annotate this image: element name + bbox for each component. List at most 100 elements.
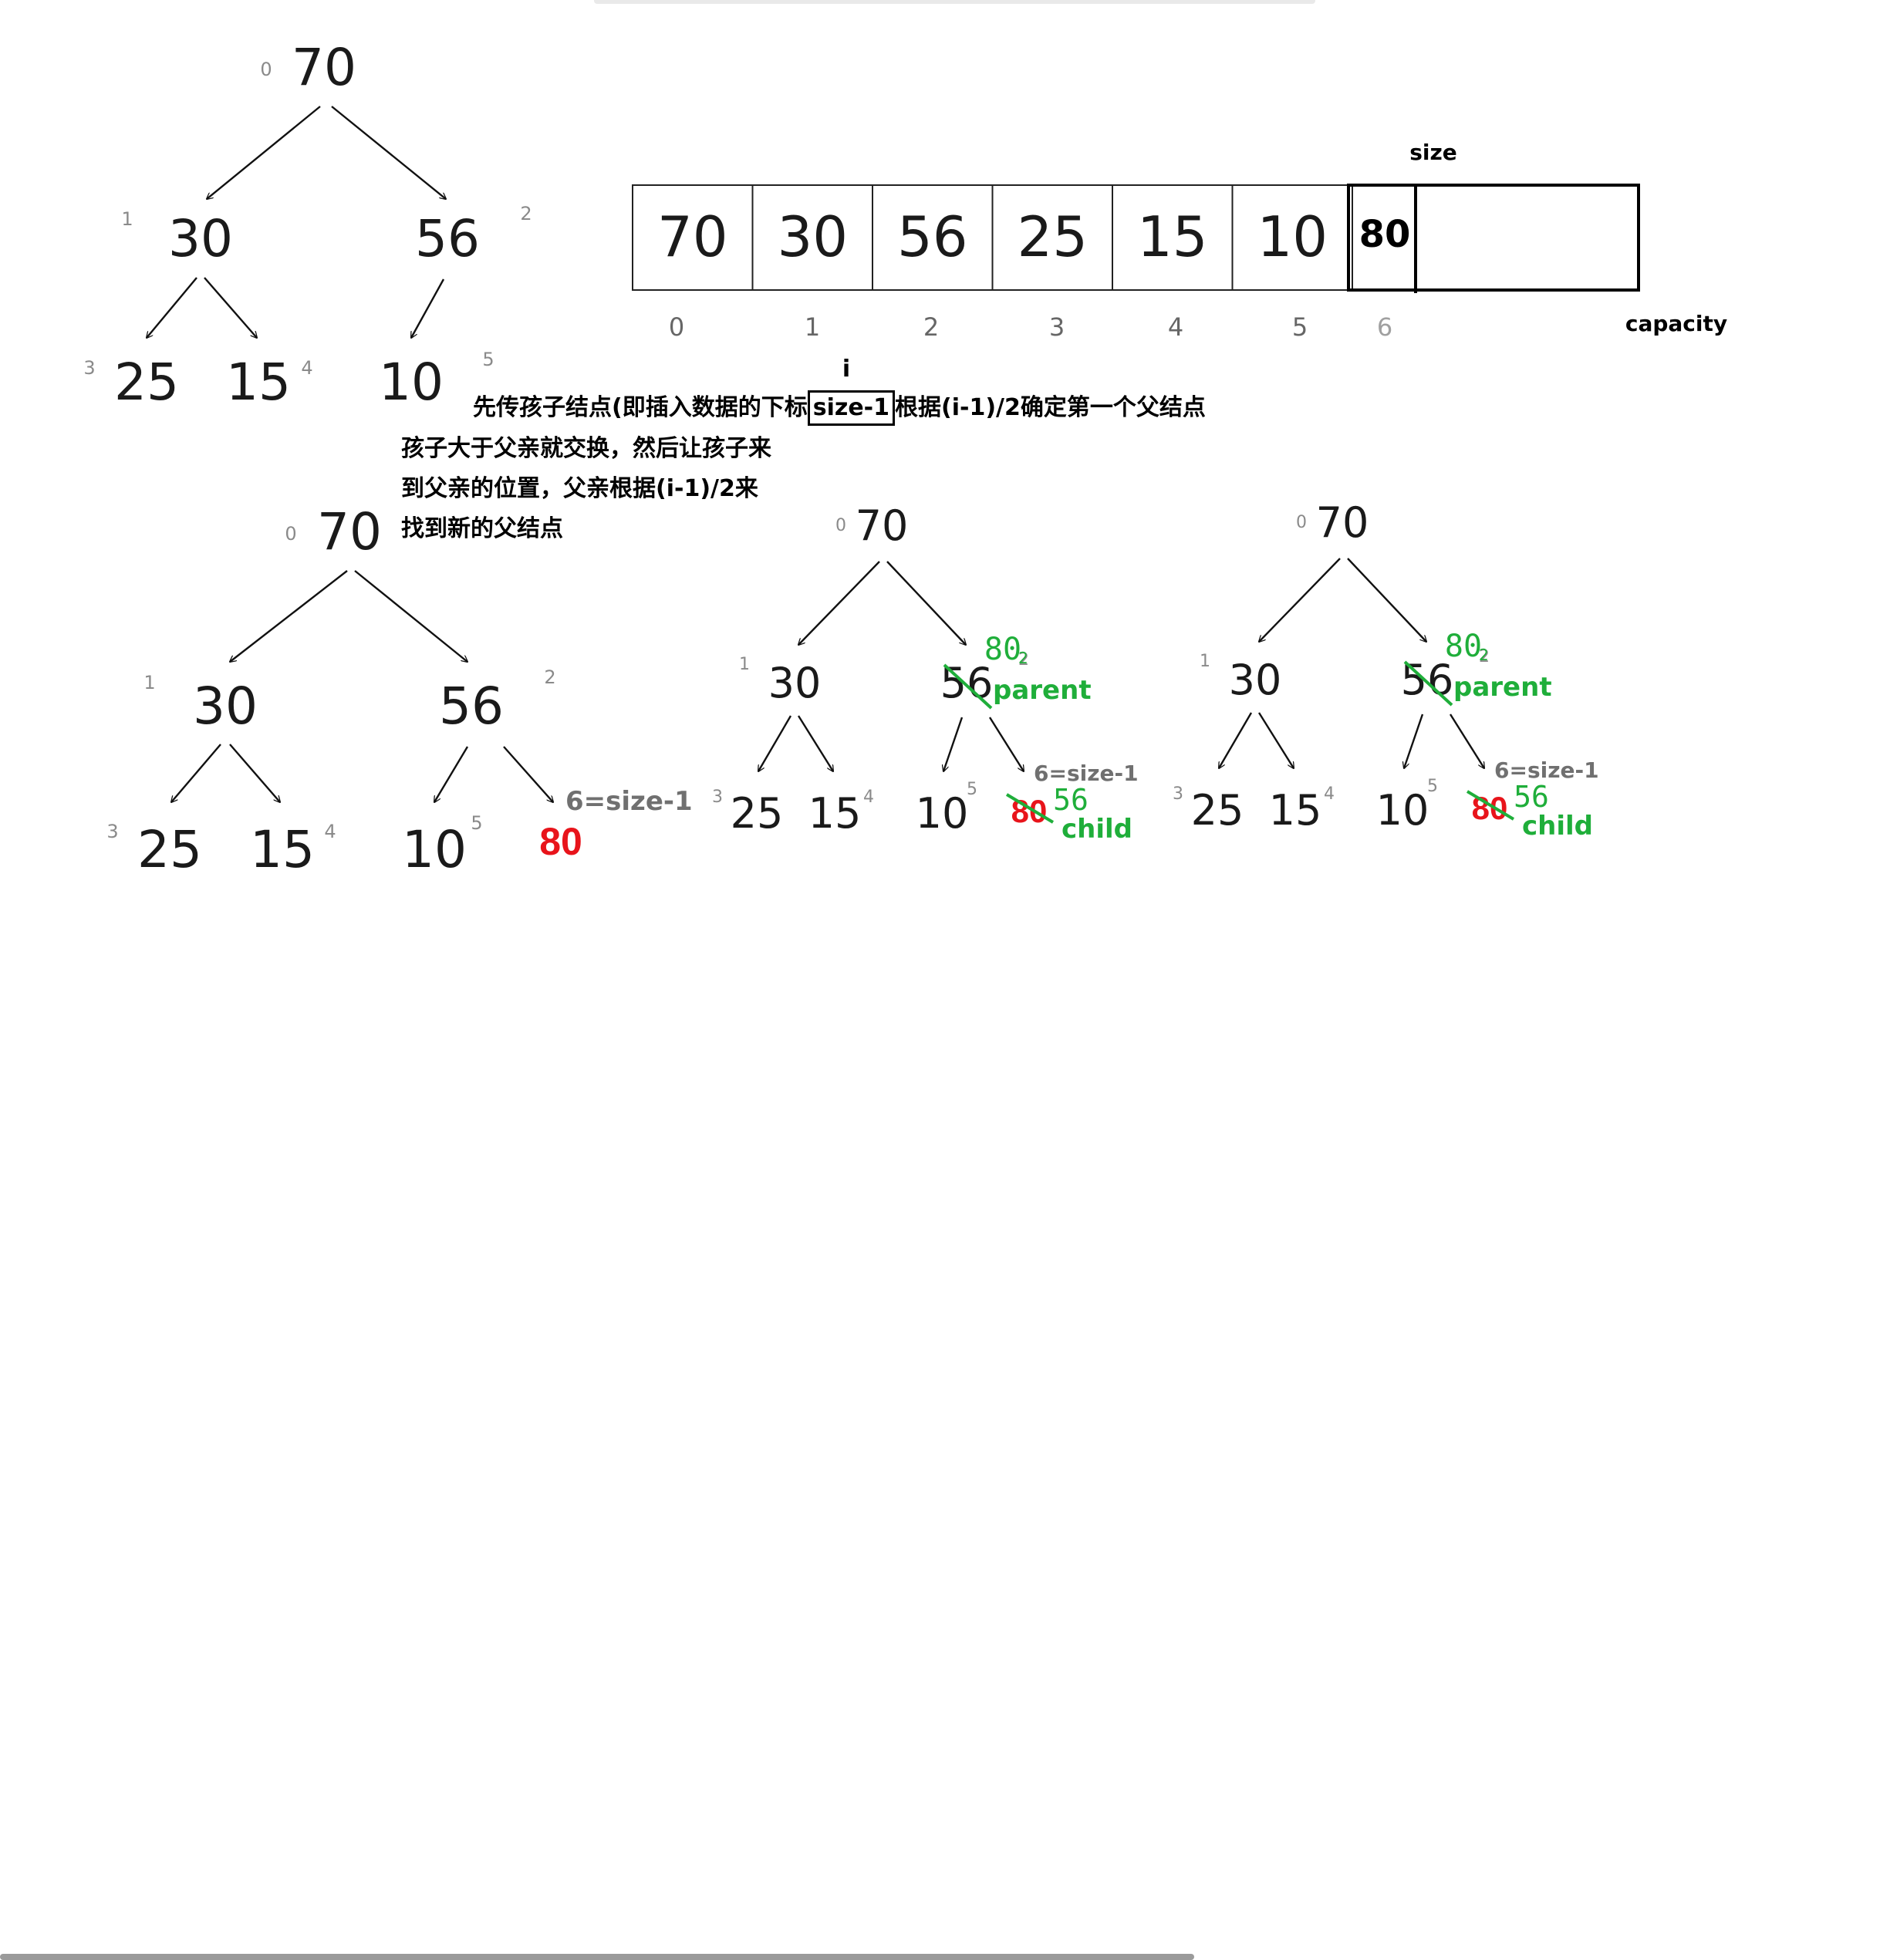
tree2-index-0: 0	[285, 523, 296, 545]
tree3-node-30: 30	[768, 659, 822, 707]
array-new-cell: 80	[1359, 213, 1411, 256]
tree3-node-15: 15	[808, 789, 862, 838]
tree4-parent-label: parent	[1453, 672, 1552, 703]
scrollbar-thumb[interactable]	[0, 1954, 1194, 1960]
tree1-index-0: 0	[260, 59, 272, 80]
note-line-2: 孩子大于父亲就交换，然后让孩子来	[401, 435, 771, 462]
tree2-edge-1-4	[229, 744, 280, 802]
tree2-child-index-label: 6=size-1	[565, 786, 693, 817]
i-label: i	[842, 356, 850, 383]
tree3-node-56: 56	[940, 659, 994, 707]
tree3-index-5: 5	[967, 780, 977, 799]
tree1-index-4: 4	[301, 357, 312, 379]
tree4-index-1: 1	[1200, 652, 1210, 671]
array-cell-0: 70	[657, 204, 728, 269]
tree3-swap-bottom-56: 56	[1053, 783, 1089, 817]
tree3-swap-top-index: 2	[1018, 649, 1028, 667]
tree2-edge-0-2	[354, 570, 467, 662]
tree4-swap-top-index: 2	[1479, 646, 1489, 664]
capacity-label: capacity	[1625, 311, 1727, 336]
tree1-edge-0-2	[331, 106, 446, 199]
array-cell-5: 10	[1257, 204, 1328, 269]
tree3-index-4: 4	[863, 788, 874, 807]
array-cell-3: 25	[1017, 204, 1088, 269]
horizontal-scrollbar[interactable]	[0, 976, 1880, 1960]
tree3-edge-4	[943, 717, 964, 771]
tree4-index-0: 0	[1296, 513, 1307, 532]
tree4-child-strike	[1466, 790, 1515, 821]
tree2-edge-2-6	[503, 746, 553, 802]
array-index-3: 3	[1049, 312, 1065, 342]
tree4-edge-3	[1257, 712, 1294, 768]
tree4-edge-4	[1404, 713, 1424, 768]
tree4-edge-0	[1259, 558, 1341, 642]
tree4-node-30: 30	[1229, 656, 1282, 704]
tree3-edge-0	[798, 561, 880, 645]
array-index-5: 5	[1292, 312, 1308, 342]
tree1-edge-2-5	[411, 278, 445, 338]
tree4-child-tag: child	[1522, 811, 1593, 842]
note-size-minus-1-box: size-1	[807, 390, 895, 426]
array-cell-4: 15	[1137, 204, 1208, 269]
tree3-node-25: 25	[731, 789, 784, 838]
tree3-edge-5	[988, 717, 1024, 771]
tree1-edge-1-4	[204, 277, 257, 338]
note-line-4: 找到新的父结点	[401, 515, 563, 542]
tree2-node-56: 56	[439, 676, 504, 736]
tree2-node-10: 10	[402, 820, 467, 879]
tree2-node-70: 70	[317, 502, 382, 562]
tree4-edge-2	[1219, 712, 1253, 768]
tree4-node-25: 25	[1191, 786, 1244, 835]
tree1-node-15: 15	[226, 353, 291, 412]
tree4-node-80: 80	[1472, 790, 1508, 826]
size-label: size	[1409, 140, 1457, 165]
note-line-3: 到父亲的位置，父亲根据(i-1)/2来	[401, 475, 758, 502]
tree3-edge-2	[758, 715, 792, 771]
tree4-node-10: 10	[1376, 786, 1429, 835]
tree2-index-5: 5	[471, 812, 482, 834]
capacity-box	[1347, 184, 1640, 292]
tree1-edge-1-3	[147, 277, 197, 338]
tree3-parent-label: parent	[993, 675, 1092, 706]
tree2-index-1: 1	[143, 672, 155, 693]
tree2-index-3: 3	[106, 821, 118, 842]
array-index-0: 0	[669, 312, 684, 342]
tree1-index-3: 3	[83, 357, 95, 379]
tree3-index-3: 3	[712, 788, 723, 807]
tree1-node-25: 25	[114, 353, 179, 412]
tree1-node-56: 56	[415, 209, 480, 268]
tree1-index-5: 5	[482, 349, 494, 370]
tree1-edge-0-1	[207, 106, 321, 199]
tree2-index-2: 2	[544, 666, 555, 688]
array-cell-1: 30	[777, 204, 848, 269]
tree3-node-10: 10	[916, 789, 969, 838]
tree4-edge-1	[1347, 558, 1426, 642]
tree3-edge-3	[797, 715, 833, 771]
tree1-node-70: 70	[292, 38, 356, 97]
tree1-node-10: 10	[379, 353, 444, 412]
tree2-edge-1-3	[171, 744, 221, 802]
tree2-node-25: 25	[137, 820, 202, 879]
tree4-child-index-label: 6=size-1	[1494, 757, 1599, 783]
array-index-1: 1	[805, 312, 820, 342]
tree2-node-15: 15	[250, 820, 315, 879]
tree4-parent-strike	[1403, 660, 1453, 707]
tree3-parent-strike	[943, 663, 993, 710]
array-index-2: 2	[923, 312, 939, 342]
tree3-child-strike	[1005, 793, 1055, 824]
tree2-edge-2-5	[434, 746, 469, 802]
tree4-swap-bottom-56: 56	[1514, 780, 1549, 814]
tree2-index-4: 4	[324, 821, 336, 842]
tree4-node-70: 70	[1316, 498, 1369, 547]
array-index-6: 6	[1377, 312, 1392, 342]
note-line-1-pre: 先传孩子结点(即插入数据的下标	[473, 394, 808, 421]
note-line-1-post: 根据(i-1)/2确定第一个父结点	[895, 394, 1206, 421]
tree3-edge-1	[886, 561, 966, 645]
tree4-node-56: 56	[1401, 656, 1454, 704]
top-strip	[594, 0, 1315, 4]
tree1-index-1: 1	[121, 208, 133, 230]
